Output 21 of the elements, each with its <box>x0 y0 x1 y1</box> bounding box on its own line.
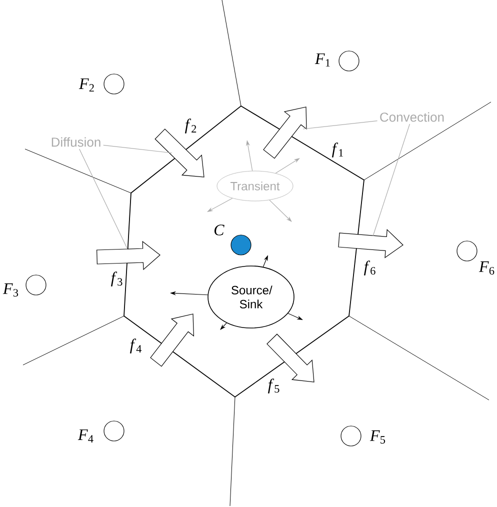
node-label: F$_{3}$ <box>2 283 18 297</box>
face-label: f$_{6}$ <box>364 260 376 276</box>
node-label: F$_{1}$ <box>314 53 330 67</box>
node-label: F$_{2}$ <box>78 78 94 92</box>
face-label: f$_{2}$ <box>184 118 196 134</box>
leader-line <box>103 144 172 154</box>
face-label: f$_{1}$ <box>332 142 344 158</box>
leader-line <box>302 120 378 130</box>
arrow <box>220 322 227 330</box>
process-label: Diffusion <box>52 137 100 147</box>
node-label: C <box>214 224 224 236</box>
face-label: f$_{4}$ <box>130 338 142 354</box>
process-label: Convection <box>380 112 444 122</box>
node-label: F$_{4}$ <box>78 429 94 443</box>
face-label: f$_{3}$ <box>110 272 122 286</box>
arrow <box>269 200 292 222</box>
node-label: F$_{5}$ <box>370 430 386 444</box>
face-label: f$_{5}$ <box>268 378 280 394</box>
node-label: F$_{6}$ <box>478 261 494 275</box>
leader-line <box>79 148 128 248</box>
leader-line <box>372 124 410 236</box>
